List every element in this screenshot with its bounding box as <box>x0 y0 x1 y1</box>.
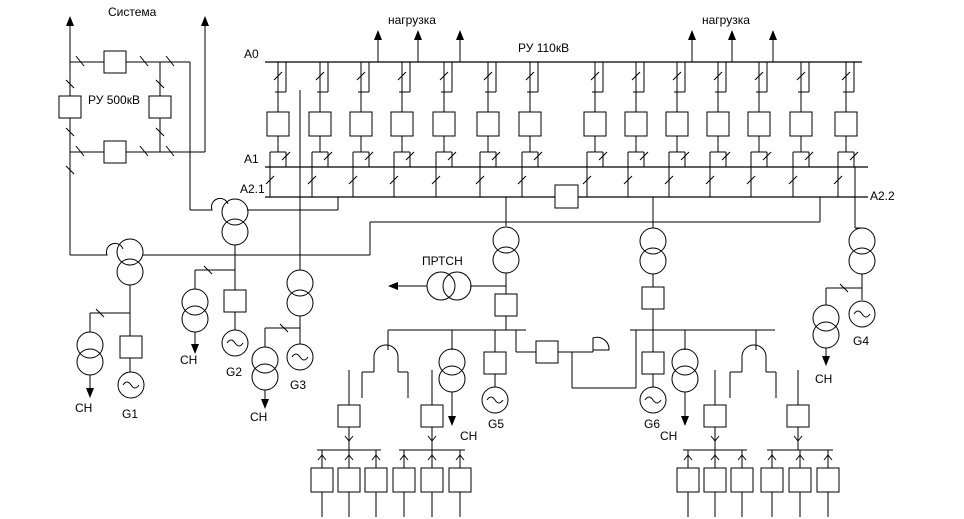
cell-6 <box>475 62 501 197</box>
block-g2 <box>181 265 249 357</box>
bus-a21-label: А2.1 <box>240 182 265 196</box>
load-group-1 <box>310 449 388 517</box>
load-left-label: нагрузка <box>388 13 436 27</box>
load-feeders <box>374 30 777 62</box>
block-g4 <box>812 167 876 366</box>
load-right-label: нагрузка <box>702 13 750 27</box>
sn2-label: СН <box>180 353 197 367</box>
autotransformer <box>190 197 339 290</box>
block-g3 <box>251 90 314 409</box>
g6-label: G6 <box>644 417 660 431</box>
feeder-2 <box>420 370 444 450</box>
g5-label: G5 <box>488 417 504 431</box>
cell-3 <box>348 62 374 197</box>
load-group-2 <box>392 449 472 517</box>
g2-label: G2 <box>226 365 242 379</box>
reactor-left <box>361 344 409 398</box>
feeder-1 <box>337 370 361 450</box>
cell-11 <box>705 62 731 197</box>
cell-4 <box>389 62 415 197</box>
cell-2 <box>307 62 333 197</box>
g4-label: G4 <box>853 334 869 348</box>
bus-a22-label: А2.2 <box>870 189 895 203</box>
ru110-label: РУ 110кВ <box>518 41 569 55</box>
cell-9 <box>623 62 649 197</box>
cell-1 <box>265 62 291 197</box>
ru500-block <box>58 16 209 255</box>
breaker-500-top <box>103 50 127 74</box>
feeder-3 <box>703 370 727 450</box>
reactor-right <box>729 344 777 398</box>
load-group-3 <box>676 449 754 517</box>
block-g5 <box>388 197 637 426</box>
g3-label: G3 <box>290 378 306 392</box>
system-label: Система <box>108 5 157 19</box>
bus-a0-label: А0 <box>244 47 259 61</box>
cell-13 <box>788 62 814 197</box>
sn5-label: СН <box>660 429 677 443</box>
prtsn-label: ПРТСН <box>422 254 463 268</box>
cell-12 <box>746 62 772 197</box>
cell-14 <box>833 62 859 197</box>
sn4-label: СН <box>460 429 477 443</box>
breaker-500-right <box>148 95 172 119</box>
cell-5 <box>431 62 457 197</box>
distribution-6kv <box>310 330 840 517</box>
block-g1 <box>70 197 821 399</box>
ru500-label: РУ 500кВ <box>88 93 140 107</box>
bus-a1-label: А1 <box>244 152 259 166</box>
block-g6 <box>630 197 775 426</box>
cell-8 <box>582 62 608 197</box>
sn6-label: СН <box>815 372 832 386</box>
breaker-500-left <box>58 95 82 119</box>
feeder-4 <box>786 370 810 450</box>
load-group-4 <box>760 449 840 517</box>
sn1-label: СН <box>75 401 92 415</box>
sn3-label: СН <box>250 410 267 424</box>
g1-label: G1 <box>122 407 138 421</box>
section-breaker-a2 <box>554 184 579 209</box>
breaker-500-bottom <box>103 140 127 164</box>
cell-7 <box>517 62 543 197</box>
ru110-cells <box>265 62 859 197</box>
cell-10 <box>664 62 690 197</box>
